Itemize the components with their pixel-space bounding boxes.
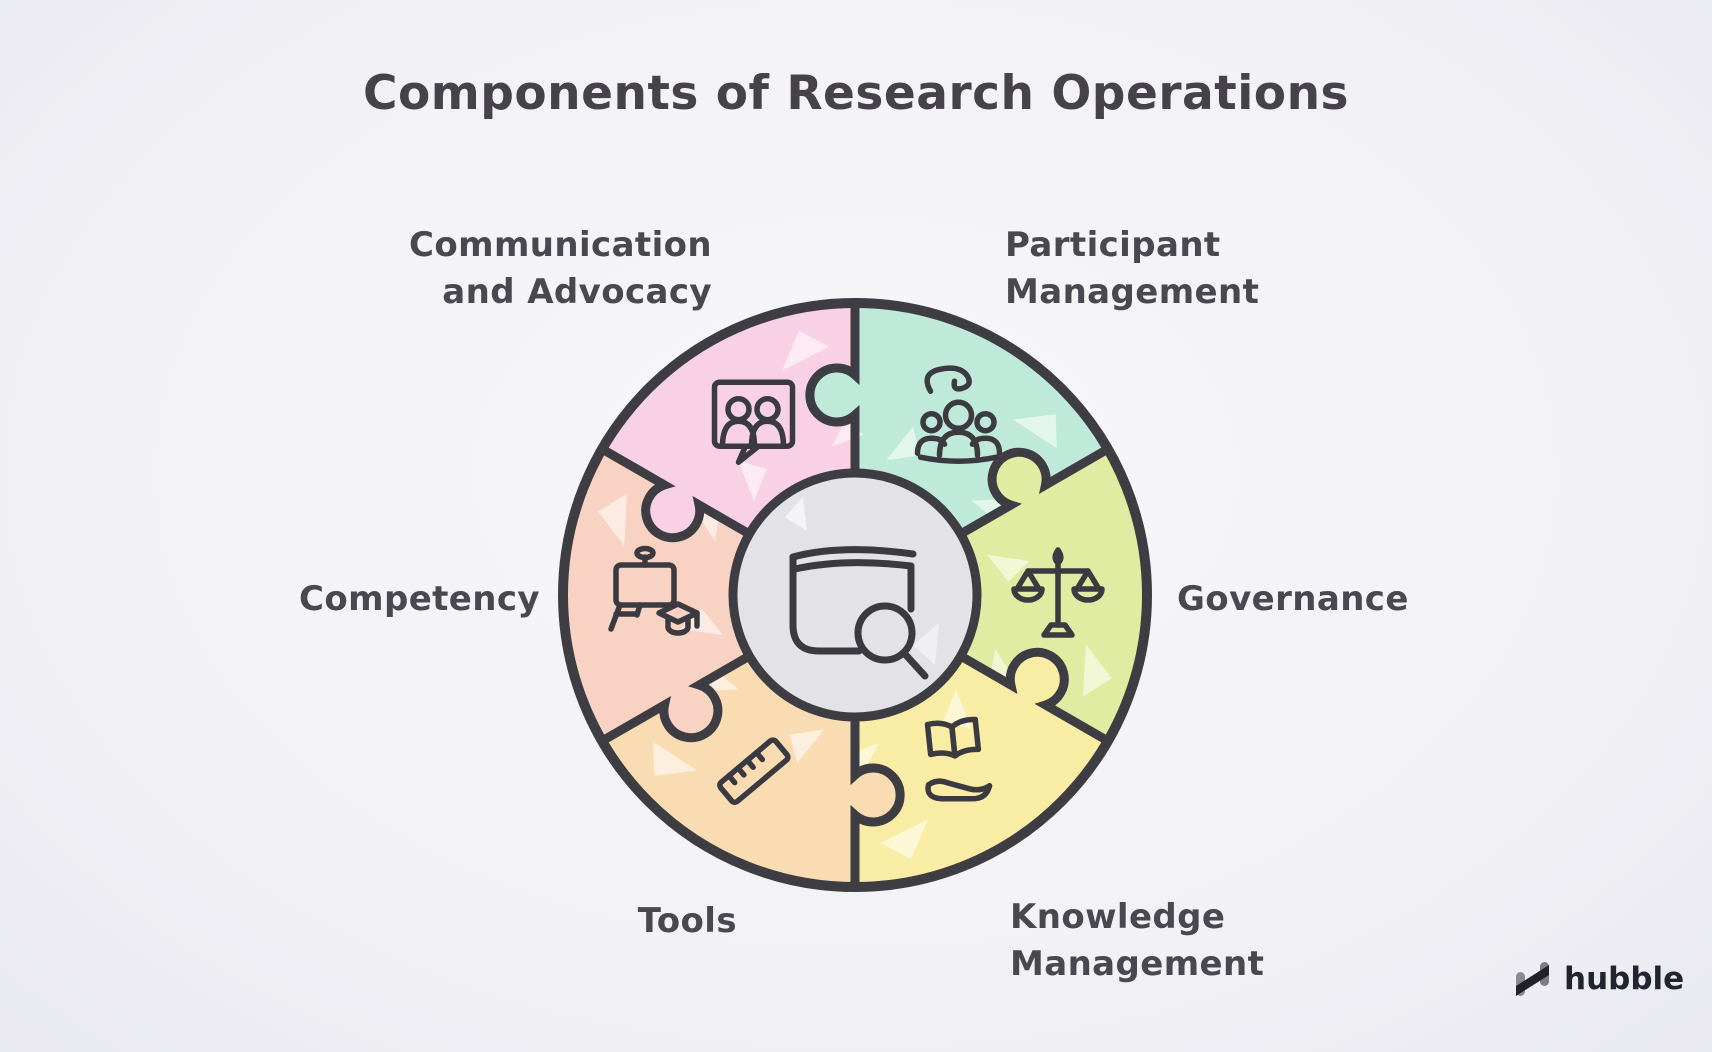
texture-streak [881,819,928,860]
segment-boundary [952,444,1113,541]
texture-streak [782,330,829,371]
texture-streak [789,729,824,764]
texture-streak [738,460,767,501]
puzzle-knob [1010,652,1065,707]
puzzle-knob [663,683,718,738]
segment-boundary [805,298,860,482]
puzzle-outer-ring [558,298,1152,892]
puzzle-knob [992,452,1047,507]
puzzle-knob [846,768,901,822]
texture-streak [846,743,879,771]
segment-boundary [597,649,758,746]
texture-streak [598,493,627,546]
center-circle [728,468,982,722]
texture-streak [653,741,698,776]
texture-streak [1083,644,1112,697]
hubble-logo-text: hubble [1564,961,1685,997]
texture-streak [680,608,723,636]
segment-label-tools: Tools [637,901,737,941]
hubble-logo: hubble [1510,956,1684,1002]
segment-boundary [850,708,905,892]
segment-boundary [597,444,758,543]
segment-label-competency: Competency [299,579,540,619]
page-title: Components of Research Operations [362,66,1350,121]
puzzle-knob [809,368,864,422]
puzzle-knob [645,483,700,538]
texture-streak [1012,414,1057,449]
texture-streak [987,554,1030,582]
hubble-logo-icon [1516,962,1549,996]
texture-streak [913,623,939,665]
segment-boundary [952,647,1113,746]
texture-streak [785,497,807,531]
segment-label-governance: Governance [1177,579,1409,619]
texture-streak [886,426,921,461]
texture-streak [831,419,864,447]
